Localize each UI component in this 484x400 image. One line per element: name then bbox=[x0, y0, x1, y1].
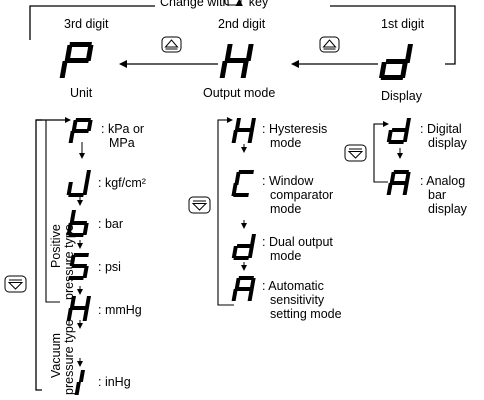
unit-label-inhg: : inHg bbox=[98, 375, 131, 389]
header-loop-frame bbox=[29, 5, 456, 40]
mode-glyph-d bbox=[231, 234, 256, 260]
display-glyph-d bbox=[386, 118, 411, 144]
unit-label-psi: : psi bbox=[98, 260, 121, 274]
unit-glyph-u bbox=[66, 170, 91, 197]
positive-pressure-label-2: pressure type bbox=[62, 224, 76, 300]
digit-third-glyph bbox=[59, 42, 94, 78]
unit-label-bar: : bar bbox=[98, 217, 124, 231]
header-up-key-icon bbox=[224, 0, 242, 6]
digit-second-glyph bbox=[219, 44, 254, 78]
display-glyph-a bbox=[386, 170, 411, 195]
down-key-icon[interactable] bbox=[4, 275, 27, 293]
digit-second-label: 2nd digit bbox=[218, 17, 266, 31]
down-key-icon[interactable] bbox=[344, 144, 367, 162]
vacuum-pressure-label-2: pressure type bbox=[62, 319, 76, 395]
unit-glyph-s bbox=[68, 253, 89, 280]
digit-first-label: 1st digit bbox=[381, 17, 425, 31]
mode-glyph-a bbox=[231, 276, 256, 301]
unit-glyph-b bbox=[66, 210, 89, 237]
unit-label-kgf: : kgf/cm² bbox=[98, 176, 146, 190]
digit-second-caption: Output mode bbox=[203, 86, 276, 100]
header-caption: Change with ▲ key bbox=[160, 0, 269, 9]
mode-glyph-h bbox=[231, 118, 256, 143]
unit-label-mmhg: : mmHg bbox=[98, 303, 142, 317]
digit-first-caption: Display bbox=[381, 89, 422, 103]
digit-third-caption: Unit bbox=[70, 86, 93, 100]
unit-glyph-h bbox=[66, 296, 91, 321]
unit-glyph-p bbox=[68, 118, 93, 143]
digit-first-glyph bbox=[379, 44, 413, 80]
down-key-icon[interactable] bbox=[188, 196, 211, 214]
digit-third-label: 3rd digit bbox=[64, 17, 109, 31]
up-key-icon[interactable] bbox=[161, 36, 182, 53]
unit-glyph-i bbox=[74, 370, 85, 395]
mode-glyph-c bbox=[231, 170, 254, 197]
up-key-icon[interactable] bbox=[319, 36, 340, 53]
unit-label-mpa: MPa bbox=[109, 136, 135, 150]
unit-label-kpa: : kPa or bbox=[101, 122, 145, 136]
